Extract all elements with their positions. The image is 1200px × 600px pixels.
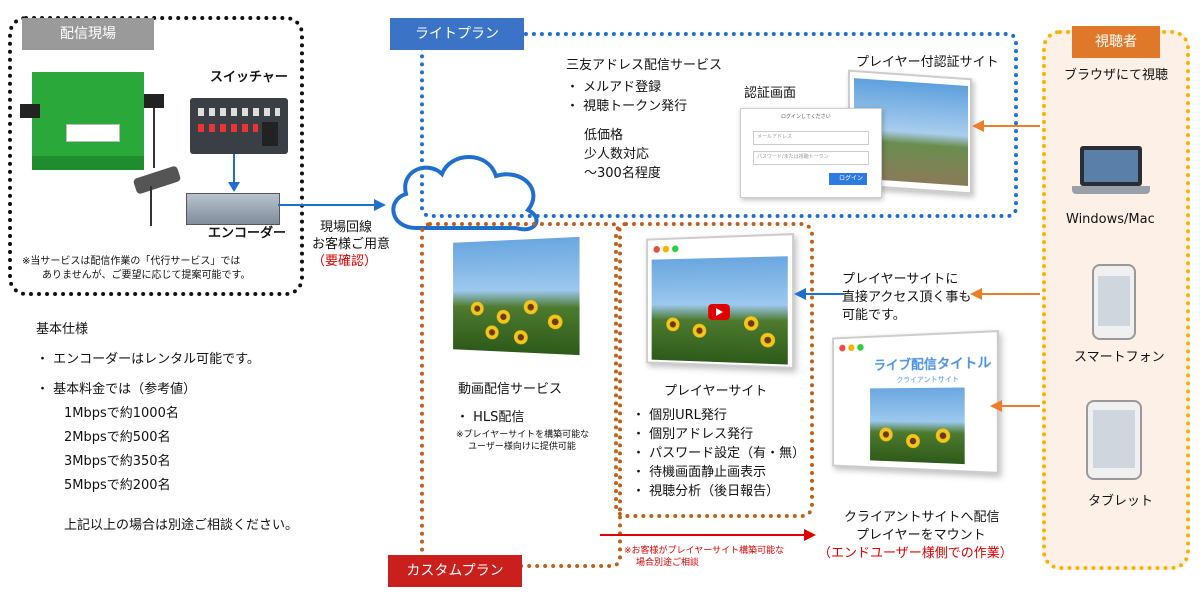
login-email-field: メールアドレス [753, 131, 869, 145]
studio-illustration [14, 64, 184, 234]
spec-rate: 3Mbpsで約350名 [64, 454, 171, 470]
direct-access-2: 直接アクセス頂く事も [842, 290, 971, 306]
spec-footer: 上記以上の場合は別途ご相談ください。 [64, 518, 298, 534]
lite-service: 三友アドレス配信サービス [566, 58, 722, 74]
lite-price1: 低価格 [584, 128, 623, 144]
lite-price2: 少人数対応 [584, 147, 649, 163]
custom-note2: 場合別途ご相談 [636, 558, 699, 569]
spec-title: 基本仕様 [36, 322, 88, 338]
encoder-device [186, 193, 280, 225]
custom-note1: ※お客様がプレイヤーサイト構築可能な [624, 546, 784, 557]
viewer-browser-label: ブラウザにて視聴 [1064, 68, 1168, 84]
smartphone-icon [1092, 264, 1136, 340]
mount-label-1: クライアントサイトへ配信 [844, 510, 999, 526]
lite-bullet1: ・ メルアド登録 [566, 80, 661, 96]
mount-label-3: （エンドユーザー様側での作業） [818, 546, 1013, 562]
encoder-label: エンコーダー [208, 226, 286, 242]
line-label-3: （要確認） [312, 254, 377, 270]
spec-rate: 1Mbpsで約1000名 [64, 406, 179, 422]
client-site-sub: クライアントサイト [896, 375, 959, 384]
auth-label: 認証画面 [744, 86, 796, 102]
light-right [144, 94, 164, 108]
direct-access-1: プレイヤーサイトに [842, 272, 958, 288]
spec-rate: 2Mbpsで約500名 [64, 430, 171, 446]
light-left [20, 104, 40, 118]
site-note-line2: ありませんが、ご要望に応じて提案可能です。 [42, 270, 251, 282]
spec-item2: ・ 基本料金では（参考値） [36, 382, 196, 398]
light-stand [153, 108, 155, 168]
mount-arrow [600, 527, 820, 543]
green-floor [32, 156, 144, 170]
login-form: ログインしてください メールアドレス パスワード/または視聴トークン ログイン [740, 108, 882, 198]
player-item: ・ 視聴分析（後日報告） [632, 484, 779, 500]
mount-label-2: プレイヤーをマウント [856, 528, 986, 544]
site-note-line1: ※当サービスは配信作業の「代行サービス」では [22, 256, 240, 268]
custom-tab: カスタムプラン [388, 555, 522, 587]
video-note1: ※プレイヤーサイトを構築可能な [456, 430, 589, 441]
video-bullet: ・ HLS配信 [456, 410, 524, 426]
encoder-to-cloud-arrow [278, 197, 388, 213]
lite-tab: ライトプラン [390, 18, 524, 50]
direct-access-3: 可能です。 [842, 308, 906, 324]
tablet-icon [1086, 400, 1142, 480]
spec-item1: ・ エンコーダーはレンタル可能です。 [36, 352, 260, 368]
switcher-label: スイッチャー [210, 70, 288, 86]
tripod [150, 186, 152, 226]
play-icon [708, 304, 730, 320]
pc-label: Windows/Mac [1066, 212, 1155, 228]
phone-label: スマートフォン [1074, 350, 1165, 366]
direct-access-arrow [794, 286, 844, 302]
player-title: プレイヤーサイト [664, 384, 767, 400]
login-title: ログインしてください [781, 114, 831, 120]
line-label-1: 現場回線 [320, 220, 372, 236]
viewer-to-player-arrow [970, 286, 1040, 302]
spec-rate: 5Mbpsで約200名 [64, 478, 171, 494]
video-note2: ユーザー様向けに提供可能 [468, 442, 576, 453]
auth-site-label: プレイヤー付認証サイト [856, 55, 999, 71]
green-screen [32, 72, 144, 164]
tablet-label: タブレット [1088, 494, 1153, 510]
viewer-to-auth-arrow [972, 118, 1040, 134]
switcher-device [190, 98, 288, 154]
lite-bullet2: ・ 視聴トークン発行 [566, 99, 687, 115]
player-item: ・ パスワード設定（有・無） [632, 446, 805, 462]
viewer-to-client-arrow [990, 398, 1040, 414]
site-tab: 配信現場 [22, 18, 154, 50]
table [66, 124, 120, 142]
login-button: ログイン [829, 173, 867, 185]
video-photo [453, 237, 579, 355]
video-title: 動画配信サービス [458, 382, 562, 398]
player-item: ・ 個別URL発行 [632, 408, 727, 424]
viewer-tab: 視聴者 [1072, 26, 1160, 58]
lite-price3: ～300名程度 [584, 166, 661, 182]
player-browser [646, 233, 794, 369]
player-item: ・ 待機画面静止画表示 [632, 465, 766, 481]
switcher-to-encoder-arrow [226, 154, 242, 194]
laptop-icon [1072, 146, 1154, 206]
client-site-browser: ライブ配信タイトル クライアントサイト [832, 330, 999, 474]
client-site-title: ライブ配信タイトル [874, 356, 992, 375]
player-item: ・ 個別アドレス発行 [632, 427, 753, 443]
login-password-field: パスワード/または視聴トークン [753, 151, 869, 165]
